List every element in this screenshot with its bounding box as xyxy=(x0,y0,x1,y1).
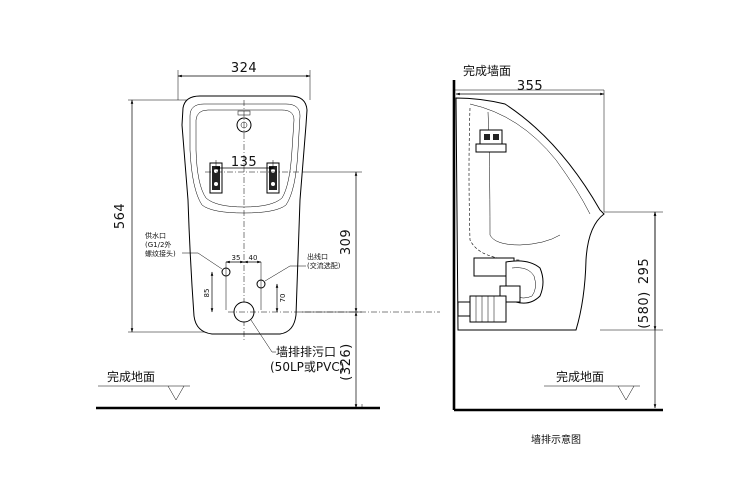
outlet-label-2: (交流选配) xyxy=(307,261,341,270)
floor-label-front: 完成地面 xyxy=(107,369,155,384)
drain-label-1: 墙排排污口 xyxy=(276,345,336,359)
dim-drain-height-side-text: (580) xyxy=(637,291,652,328)
dim-rim-height-text: 295 xyxy=(637,258,652,284)
bracket-right xyxy=(266,162,280,194)
supply-label-3: 螺纹接头) xyxy=(145,249,176,258)
dim-inner-width-text: 135 xyxy=(231,155,257,170)
side-view: 完成墙面 355 xyxy=(452,63,663,412)
dim-height-text: 564 xyxy=(113,203,128,229)
supply-label-2: (G1/2外 xyxy=(145,240,171,249)
drain-label-2: (50LP或PVC) xyxy=(270,360,344,374)
dim-outlet-offset: 70 xyxy=(279,294,287,303)
dim-offset-left: 35 xyxy=(232,254,241,262)
floor-label-side: 完成地面 xyxy=(556,369,604,384)
front-view: 324 564 135 xyxy=(96,61,440,410)
dim-depth-text: 355 xyxy=(517,79,543,94)
figure-caption: 墙排示意图 xyxy=(531,433,581,446)
dim-offset-right: 40 xyxy=(249,254,258,262)
supply-label-1: 供水口 xyxy=(145,231,166,240)
wall-label: 完成墙面 xyxy=(463,63,511,78)
dim-drain-height-text: (326) xyxy=(339,343,354,380)
dim-width-text: 324 xyxy=(231,61,257,76)
bracket-left xyxy=(209,162,223,194)
dim-inlet-height-text: 309 xyxy=(339,229,354,255)
side-trap xyxy=(457,257,544,323)
outlet-label-1: 出线口 xyxy=(307,252,328,261)
side-flush-valve xyxy=(475,129,507,153)
urinal-rim-front xyxy=(189,103,301,214)
dim-inlet-offset: 85 xyxy=(203,289,211,298)
